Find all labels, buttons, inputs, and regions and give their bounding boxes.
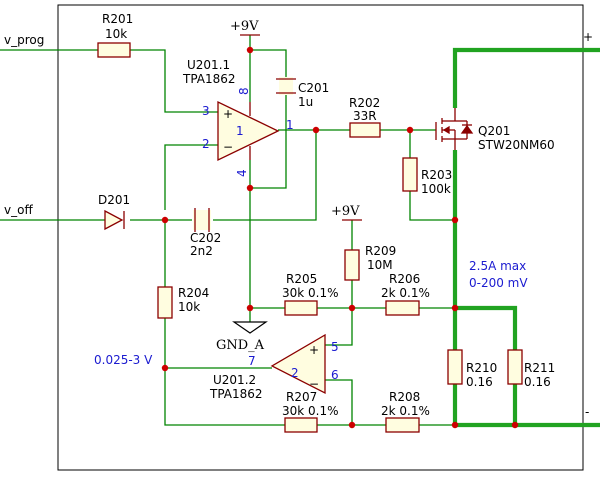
- r210-value: 0.16: [466, 375, 493, 389]
- r207-value: 30k 0.1%: [282, 404, 339, 418]
- r202-ref: R202: [349, 96, 380, 110]
- u201-2-pin2-inner: 2: [291, 366, 299, 380]
- opamp2-plus-sign: +: [309, 343, 319, 357]
- d201-ref: D201: [98, 193, 130, 207]
- offset-range-note: 0.025-3 V: [94, 353, 153, 367]
- r201-body[interactable]: [97, 42, 131, 58]
- max-current-note: 2.5A max: [469, 259, 526, 273]
- input-v-off: v_off: [4, 203, 33, 217]
- u201-1-pin3: 3: [202, 104, 210, 118]
- junctions: [161, 46, 519, 429]
- q201-mosfet[interactable]: [435, 108, 474, 150]
- r209-body[interactable]: [344, 249, 360, 281]
- r207-ref: R207: [286, 390, 317, 404]
- c201-value: 1u: [298, 95, 313, 109]
- opamp-u201-2[interactable]: [270, 333, 326, 395]
- gnd-label: GND_A: [216, 338, 265, 353]
- input-v-prog: v_prog: [4, 33, 44, 47]
- r211-body[interactable]: [507, 349, 523, 385]
- r206-value: 2k 0.1%: [381, 286, 430, 300]
- u201-1-pin1-inner: 1: [236, 124, 244, 138]
- u201-2-ref: U201.2: [213, 373, 256, 387]
- r204-ref: R204: [178, 286, 209, 300]
- r202-body[interactable]: [349, 122, 381, 138]
- u201-2-value: TPA1862: [209, 387, 263, 401]
- c202-ref: C202: [190, 231, 221, 245]
- r202-value: 33R: [353, 109, 377, 123]
- r208-body[interactable]: [385, 417, 420, 433]
- vcc-top-label: +9V: [230, 19, 259, 34]
- r205-ref: R205: [286, 272, 317, 286]
- d201-symbol[interactable]: [104, 209, 125, 231]
- u201-2-pin5: 5: [331, 340, 339, 354]
- u201-1-pin1: 1: [286, 118, 294, 132]
- wires: [0, 35, 456, 426]
- u201-1-pin8: 8: [237, 87, 251, 95]
- r203-body[interactable]: [402, 157, 418, 192]
- r206-ref: R206: [389, 272, 420, 286]
- opamp2-minus-sign: −: [309, 377, 319, 391]
- opamp1-plus-sign: +: [223, 107, 233, 121]
- gnd-symbol: [232, 321, 268, 334]
- opamp1-minus-sign: −: [223, 140, 233, 154]
- q201-value: STW20NM60: [478, 138, 555, 152]
- u201-1-pin2: 2: [202, 137, 210, 151]
- opamp-u201-1[interactable]: [217, 100, 280, 162]
- r203-ref: R203: [421, 168, 452, 182]
- u201-1-value: TPA1862: [182, 72, 236, 86]
- sheet-frame: [57, 4, 584, 471]
- r204-value: 10k: [178, 300, 200, 314]
- c202-value: 2n2: [190, 244, 213, 258]
- r201-ref: R201: [102, 12, 133, 26]
- r209-ref: R209: [365, 244, 396, 258]
- r208-value: 2k 0.1%: [381, 404, 430, 418]
- output-minus: -: [585, 405, 589, 419]
- r205-body[interactable]: [284, 300, 318, 316]
- r209-value: 10M: [367, 258, 393, 272]
- r207-body[interactable]: [284, 417, 318, 433]
- r208-ref: R208: [389, 390, 420, 404]
- r210-body[interactable]: [447, 349, 463, 385]
- vcc-mid-label: +9V: [331, 204, 360, 219]
- u201-1-ref: U201.1: [187, 58, 230, 72]
- u201-1-pin4: 4: [235, 169, 249, 177]
- c201-ref: C201: [298, 81, 329, 95]
- c202-symbol[interactable]: [193, 208, 211, 232]
- r204-body[interactable]: [157, 286, 173, 319]
- q201-ref: Q201: [478, 124, 510, 138]
- r206-body[interactable]: [385, 300, 420, 316]
- r205-value: 30k 0.1%: [282, 286, 339, 300]
- c201-symbol[interactable]: [276, 77, 296, 95]
- sense-range-note: 0-200 mV: [469, 276, 528, 290]
- output-plus: +: [583, 30, 593, 44]
- r203-value: 100k: [421, 182, 451, 196]
- r201-value: 10k: [105, 27, 127, 41]
- u201-2-pin7: 7: [248, 354, 256, 368]
- u201-2-pin6: 6: [331, 368, 339, 382]
- r211-value: 0.16: [524, 375, 551, 389]
- r211-ref: R211: [524, 361, 555, 375]
- r210-ref: R210: [466, 361, 497, 375]
